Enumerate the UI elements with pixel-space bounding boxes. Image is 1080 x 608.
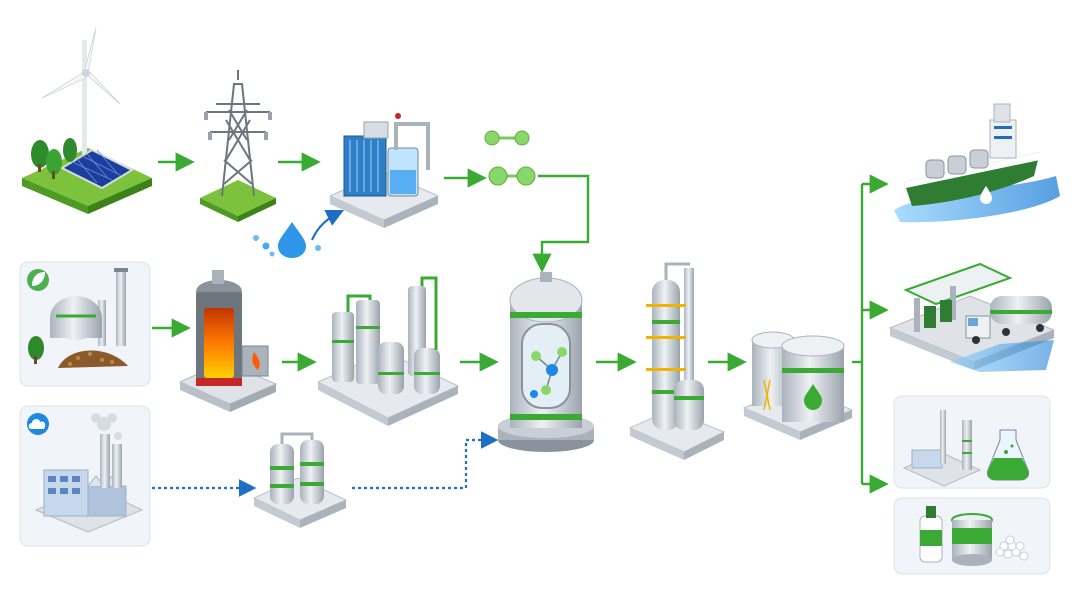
carbon-capture-unit-icon xyxy=(252,432,348,528)
arrow-hydrogen-to-reactor xyxy=(532,174,590,273)
biomass-plant-icon xyxy=(28,268,128,368)
consumer-products-icon xyxy=(919,506,1029,566)
chemical-industry-icon xyxy=(902,410,1029,487)
water-drop-icon xyxy=(253,222,321,258)
biomass-leaf-icon xyxy=(27,269,49,291)
transmission-tower-icon xyxy=(200,70,276,222)
gas-cleanup-plant-icon xyxy=(316,276,460,426)
renewables-wind-solar-icon xyxy=(22,27,152,214)
distillation-column-icon xyxy=(628,262,726,460)
arrow-water-to-electrolyzer xyxy=(310,210,344,241)
molecule-icon xyxy=(530,347,567,398)
factory-co2-icon xyxy=(34,413,144,533)
arrow-capture-to-reactor xyxy=(352,431,499,490)
storage-tank-icon xyxy=(742,331,854,440)
distribution-bracket xyxy=(852,174,889,494)
reactor-icon xyxy=(498,272,594,452)
fuel-station-truck-icon xyxy=(888,262,1056,372)
electrolyzer-icon xyxy=(328,113,440,228)
hydrogen-molecule-icon xyxy=(484,130,536,186)
gasifier-furnace-icon xyxy=(178,270,278,412)
cloud-icon xyxy=(27,413,49,435)
ship-icon xyxy=(894,103,1060,223)
